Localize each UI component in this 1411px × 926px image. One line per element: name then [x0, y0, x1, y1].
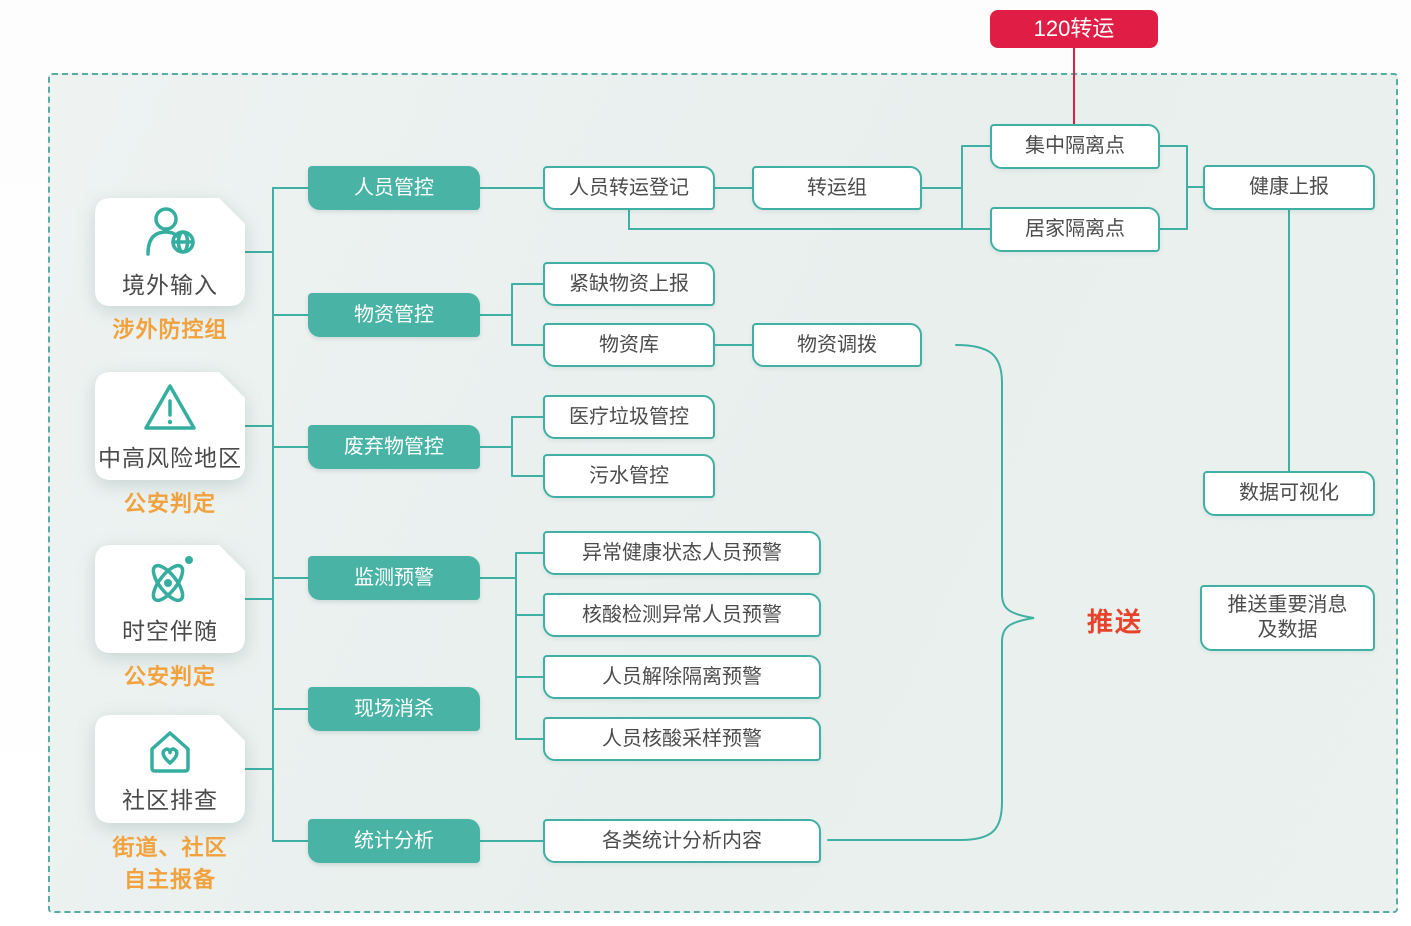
node-release-isolation-warning: 人员解除隔离预警: [543, 655, 821, 699]
node-home-isolation-point: 居家隔离点: [990, 207, 1160, 252]
source-subtitle-line2: 自主报备: [123, 867, 216, 892]
node-transfer-registration: 人员转运登记: [543, 166, 715, 210]
node-abnormal-health-warning: 异常健康状态人员预警: [543, 531, 821, 575]
source-subtitle-line1: 街道、社区: [112, 835, 228, 860]
source-subtitle: 公安判定: [123, 664, 216, 689]
source-title: 中高风险地区: [98, 445, 242, 471]
node-shortage-report: 紧缺物资上报: [543, 262, 715, 306]
node-nucleic-abnormal-warning: 核酸检测异常人员预警: [543, 593, 821, 637]
source-card-spacetime-companion: 时空伴随: [95, 545, 245, 653]
source-title: 时空伴随: [122, 618, 218, 644]
push-label: 推送: [1086, 607, 1143, 637]
node-sewage-control: 污水管控: [543, 454, 715, 498]
house-heart-icon: [142, 723, 198, 775]
node-statistics-content: 各类统计分析内容: [543, 819, 821, 863]
node-materials-allocation: 物资调拨: [752, 323, 922, 367]
node-push-important-messages: 推送重要消息 及数据: [1200, 585, 1375, 651]
node-medical-waste-control: 医疗垃圾管控: [543, 395, 715, 439]
module-onsite-disinfection: 现场消杀: [308, 687, 480, 731]
source-card-community-check: 社区排查: [95, 715, 245, 823]
module-materials-control: 物资管控: [308, 293, 480, 337]
source-title: 社区排查: [122, 787, 218, 813]
module-statistics-analysis: 统计分析: [308, 819, 480, 863]
node-data-visualization: 数据可视化: [1203, 471, 1375, 516]
source-title: 境外输入: [122, 272, 218, 298]
source-card-overseas-input: 境外输入: [95, 198, 245, 306]
push-message-line2: 及数据: [1257, 619, 1318, 641]
person-globe-icon: [141, 204, 199, 260]
module-waste-control: 废弃物管控: [308, 425, 480, 469]
source-subtitle: 公安判定: [123, 491, 216, 516]
node-central-isolation-point: 集中隔离点: [990, 124, 1160, 169]
module-monitoring-warning: 监测预警: [308, 556, 480, 600]
badge-120-transfer: 120转运: [990, 10, 1158, 48]
source-card-risk-area: 中高风险地区: [95, 372, 245, 480]
source-subtitle: 涉外防控组: [112, 317, 228, 342]
node-nucleic-sampling-warning: 人员核酸采样预警: [543, 717, 821, 761]
module-personnel-control: 人员管控: [308, 166, 480, 210]
warning-icon: [142, 379, 198, 433]
node-transfer-group: 转运组: [752, 166, 922, 210]
atom-icon: [141, 552, 199, 606]
node-health-report: 健康上报: [1203, 165, 1375, 210]
node-materials-warehouse: 物资库: [543, 323, 715, 367]
push-message-line1: 推送重要消息: [1227, 594, 1348, 616]
